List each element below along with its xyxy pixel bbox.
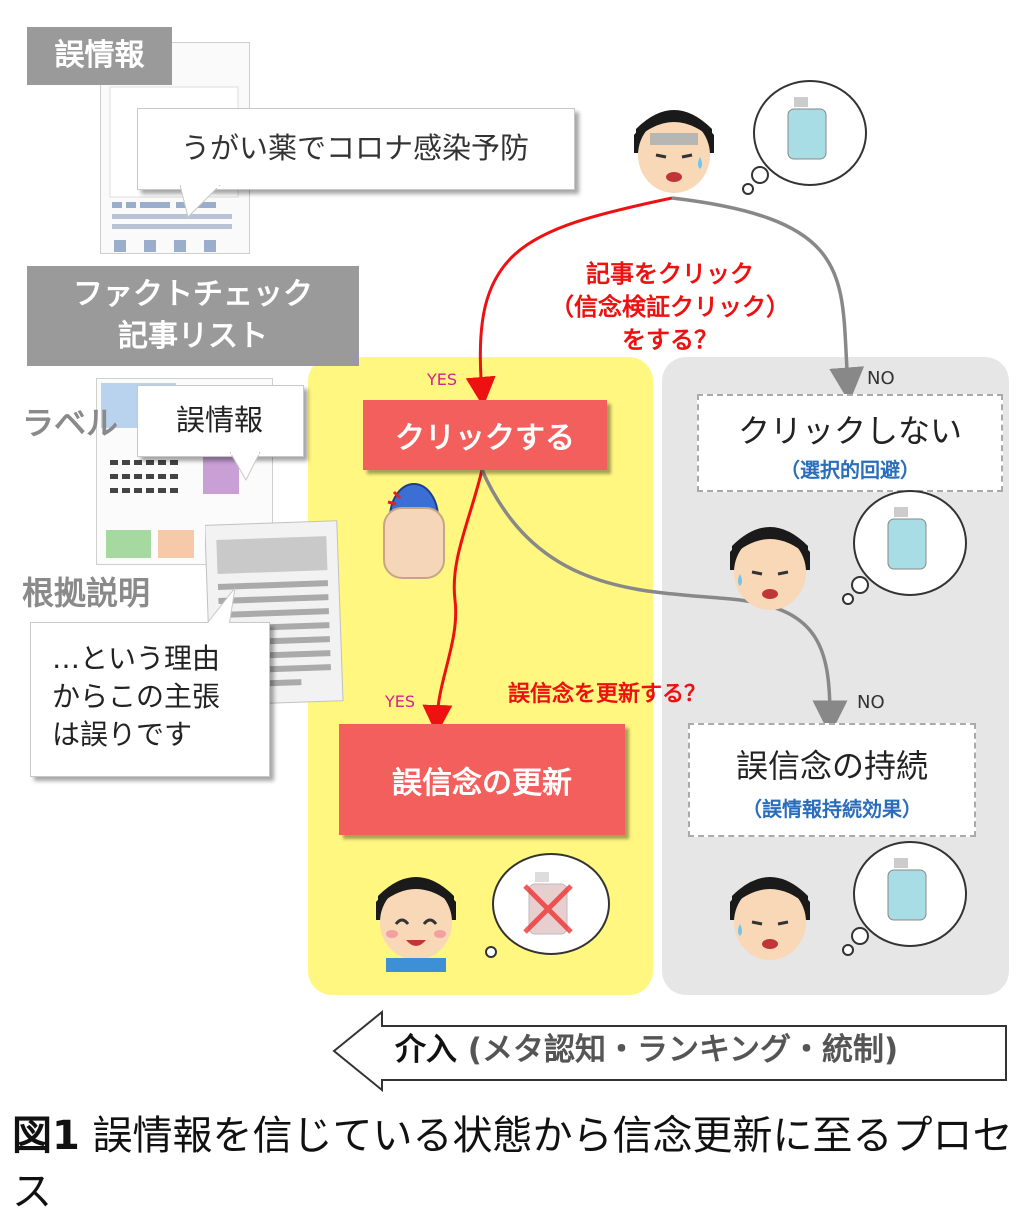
gray-arrow-top	[671, 196, 865, 403]
question-update: 誤信念を更新する？	[508, 682, 707, 707]
persist-title: 誤信念の持続	[735, 747, 928, 785]
intervention-text: 介入 (メタ認知・ランキング・統制)	[395, 1028, 898, 1072]
post-bubble	[137, 108, 575, 190]
figure-caption-text: 誤情報を信じている状態から信念更新に至るプロセス	[12, 1113, 1013, 1215]
label-bubble-tail	[230, 452, 261, 482]
intervention-rest: (メタ認知・ランキング・統制)	[457, 1032, 899, 1068]
intervention-arrow	[332, 1010, 1007, 1092]
gray-arrow-mid	[480, 469, 848, 736]
factcheck-line2: 記事リスト	[118, 319, 268, 354]
label-tag: ラベル	[22, 404, 119, 442]
evidence-line3: は誤りです	[52, 718, 193, 751]
red-arrow-mid	[422, 469, 484, 735]
no-click-sub: （選択的回避）	[780, 458, 920, 482]
question-click-line1: 記事をクリック	[586, 260, 754, 288]
click-box: クリックする	[363, 400, 607, 470]
question-click-line2: （信念検証クリック）	[550, 293, 790, 321]
factcheck-line1: ファクトチェック	[73, 277, 313, 312]
yes-label-2: YES	[385, 692, 416, 711]
misinfo-label: 誤情報	[27, 27, 172, 85]
worried-boy-icon-bottom	[730, 877, 810, 960]
persist-box: 誤信念の持続 （誤情報持続効果）	[688, 723, 976, 837]
evidence-line2: からこの主張	[52, 680, 221, 713]
happy-boy-icon	[376, 877, 456, 972]
update-belief-box: 誤信念の更新	[339, 724, 625, 835]
evidence-tag: 根拠説明	[22, 574, 151, 612]
thought-bubble-top	[742, 80, 867, 195]
no-click-box: クリックしない （選択的回避）	[697, 394, 1003, 492]
red-arrow-top	[465, 196, 673, 407]
post-bubble-tail	[180, 185, 221, 218]
no-label-2: NO	[857, 692, 885, 713]
evidence-line1: …という理由	[52, 642, 221, 675]
question-click-line3: をする？	[622, 326, 718, 354]
worried-boy-icon-mid	[730, 527, 810, 610]
intervention-bold: 介入	[395, 1032, 457, 1068]
evidence-bubble-text: …という理由 からこの主張 は誤りです	[52, 640, 220, 754]
post-text: うがい薬でコロナ感染予防	[180, 131, 529, 165]
mouse-hand-icon	[383, 483, 445, 579]
evidence-bubble	[30, 622, 270, 777]
yes-label-1: YES	[427, 370, 458, 389]
thought-bubble-bottom	[842, 841, 967, 956]
label-bubble	[137, 385, 304, 457]
evidence-bubble-tail	[203, 588, 236, 628]
label-bubble-text: 誤情報	[175, 403, 263, 437]
no-label-1: NO	[867, 368, 895, 389]
crossed-bottle-bubble	[485, 853, 610, 958]
worried-boy-icon-top	[634, 110, 714, 193]
factcheck-list-label: ファクトチェック 記事リスト	[27, 266, 359, 366]
thought-bubble-mid	[842, 490, 967, 605]
no-click-title: クリックしない	[737, 412, 962, 450]
question-click: 記事をクリック （信念検証クリック） をする？	[520, 258, 820, 357]
persist-sub: （誤情報持続効果）	[742, 797, 922, 821]
figure-number: 図1	[12, 1113, 80, 1159]
figure-caption: 図1 誤情報を信じている状態から信念更新に至るプロセス	[12, 1108, 1022, 1220]
flow-arrows	[422, 196, 865, 736]
